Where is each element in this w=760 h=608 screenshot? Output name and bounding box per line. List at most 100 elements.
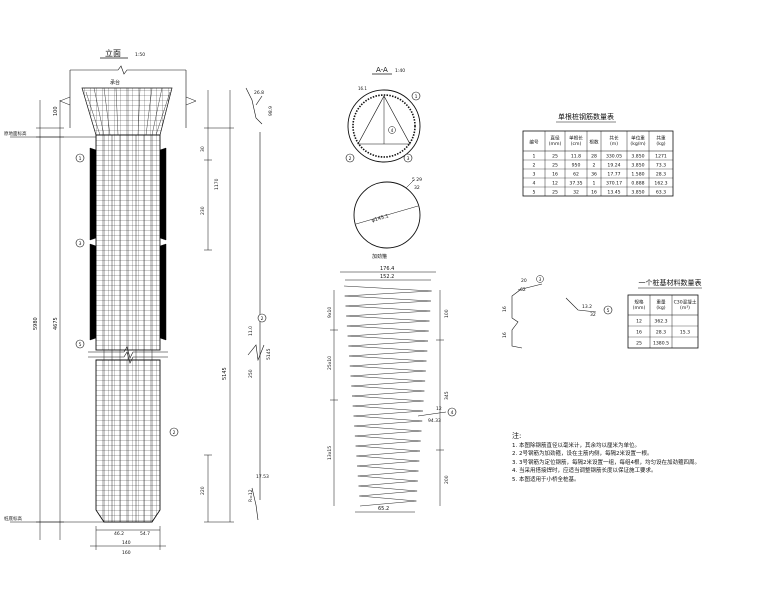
table-cell: 2 — [533, 162, 536, 168]
dim-width-top: 160 — [122, 550, 131, 556]
table2-title: 一个桩基材料数量表 — [639, 278, 702, 287]
table-header-cell: 直径 — [550, 135, 560, 142]
callout-2: 2 — [173, 430, 176, 436]
spiral-path — [343, 285, 432, 507]
bar-dim-b3: 250 — [248, 369, 254, 378]
section-aa: A-A 1:40 4 1 2 3 16.1 — [345, 66, 421, 163]
dim-top-seg: 30 — [200, 146, 206, 152]
spiral-top-width2: 152.2 — [380, 274, 394, 280]
spiral-seg-c: 13x15 — [327, 446, 333, 460]
table-cell: 16 — [552, 171, 558, 177]
table-cell: 1380.5 — [653, 340, 669, 346]
dim-mid-a: 1170 — [214, 178, 220, 190]
spiral-callout-b: 94.33 — [428, 418, 441, 424]
table-cell: 362.3 — [654, 318, 667, 324]
table-cell: 13.45 — [607, 189, 620, 195]
table-header-cell: 编号 — [529, 138, 539, 145]
svg-text:16.1: 16.1 — [358, 86, 367, 91]
ground-level-label: 原地面标高 — [4, 130, 27, 137]
table-cell: 36 — [591, 171, 597, 177]
dim-width-b: 54.7 — [140, 531, 150, 537]
table-cell: 25 — [552, 153, 558, 159]
table-header-cell: (mm) — [549, 141, 562, 147]
table-cell: 28.3 — [656, 329, 666, 335]
callout-3: 3 — [79, 241, 82, 247]
cap-label: 承台 — [110, 79, 120, 86]
bar-dim-b2: 11.0 — [248, 326, 254, 336]
dim-left-total: 5980 — [33, 317, 39, 330]
table-cell: 950 — [572, 162, 581, 168]
table-header-cell: C30混凝土 — [674, 299, 697, 306]
table-header-cell: (kg/m) — [630, 141, 645, 147]
bar5-top: 13.2 — [582, 304, 592, 310]
table-cell: 17.77 — [607, 171, 620, 177]
bottom-level-label: 桩底标高 — [4, 515, 22, 522]
ring-callout: 5 29 — [412, 177, 422, 183]
table-header-cell: 重量 — [656, 299, 666, 306]
dim-left-mid: 4675 — [53, 317, 59, 330]
spiral-detail: 176.4 152.2 65.2 9x10 25x10 13x15 100 34… — [327, 266, 457, 513]
table-cell: 3.850 — [631, 162, 644, 168]
section-aa-title: A-A — [376, 66, 388, 74]
notes-heading: 注: — [512, 432, 522, 440]
table-cell: 16 — [591, 189, 597, 195]
table-header-cell: (m³) — [680, 305, 690, 311]
dim-bottom-seg: 220 — [200, 486, 206, 495]
table-header-cell: (m) — [610, 141, 618, 147]
table-cell: 62 — [573, 171, 579, 177]
rebar-quantity-table: 单根桩钢筋数量表 编号12345直径(mm)2525161225单根长(cm)1… — [522, 112, 674, 197]
svg-text:2: 2 — [261, 316, 264, 322]
table-header-cell: 单根长 — [569, 135, 583, 142]
table1-grid: 编号12345直径(mm)2525161225单根长(cm)11.8950623… — [522, 130, 674, 197]
table-cell: 73.3 — [656, 162, 666, 168]
table-cell: 25 — [552, 162, 558, 168]
note-2: 2. 2号钢筋为加劲箍，设在主筋内侧，每隔2米设置一根。 — [512, 451, 653, 458]
table-header-cell: 共重 — [656, 135, 666, 142]
ring-circle — [353, 181, 421, 249]
section-aa-scale: 1:40 — [395, 68, 405, 74]
table-cell: 63.3 — [656, 189, 666, 195]
bar3-side: 16 — [502, 306, 508, 312]
table-cell: 28.3 — [656, 171, 666, 177]
table-cell: 3 — [533, 171, 536, 177]
notes-block: 注: 1. 本图除钢筋直径以毫米计，其余均以厘米为单位。 2. 2号钢筋为加劲箍… — [512, 432, 752, 485]
table-cell: 19.24 — [607, 162, 620, 168]
table-header-cell: 根数 — [589, 138, 599, 145]
spiral-seg-a: 9x10 — [327, 307, 333, 318]
dim-width-a: 46.2 — [114, 531, 124, 537]
spiral-callout-a: 12 — [436, 406, 442, 412]
svg-text:2: 2 — [349, 156, 352, 162]
elevation-title: 立面 — [105, 48, 121, 58]
dim-right-total: 5145 — [222, 367, 228, 380]
spiral-seg-b: 25x10 — [327, 356, 333, 370]
table-cell: 11.8 — [571, 153, 581, 159]
bar-3-detail — [511, 283, 543, 349]
table-cell: 4 — [533, 180, 536, 186]
note-1: 1. 本图除钢筋直径以毫米计，其余均以厘米为单位。 — [512, 442, 640, 449]
table-header-cell: (kg) — [656, 141, 665, 147]
note-5: 5. 本图适用于小桥全桩基。 — [512, 476, 580, 483]
table2-grid: 规格(mm)121625重量(kg)362.328.31380.5C30混凝土(… — [627, 294, 699, 349]
table-cell: 370.17 — [606, 180, 622, 186]
table-cell: 15.3 — [680, 329, 690, 335]
spiral-h-a: 100 — [444, 309, 450, 318]
table-cell: 28 — [591, 153, 597, 159]
material-table: 一个桩基材料数量表 规格(mm)121625重量(kg)362.328.3138… — [627, 278, 702, 349]
main-bar-detail — [245, 87, 265, 521]
svg-text:3: 3 — [539, 277, 542, 282]
bar-dim-hook: R=12 — [248, 489, 254, 502]
bar3-top: 20 — [521, 278, 527, 284]
table-cell: 32 — [573, 189, 579, 195]
dim-mid-b: 230 — [200, 206, 206, 215]
table-header-cell: (mm) — [633, 305, 646, 311]
note-3: 3. 3号钢筋为定位钢筋，每隔2米设置一组，每组4根，均匀设在加劲箍四周。 — [512, 459, 700, 466]
bar3-bot: 16 — [502, 332, 508, 338]
spiral-callout-no: 4 — [451, 410, 454, 416]
bar-5-detail — [565, 297, 597, 313]
table-header-cell: (cm) — [571, 141, 582, 147]
table-cell: 2 — [593, 162, 596, 168]
dim-left-top: 100 — [53, 106, 59, 116]
svg-text:3: 3 — [407, 156, 410, 162]
table-cell: 5 — [533, 189, 536, 195]
elevation-scale: 1:50 — [135, 52, 145, 58]
